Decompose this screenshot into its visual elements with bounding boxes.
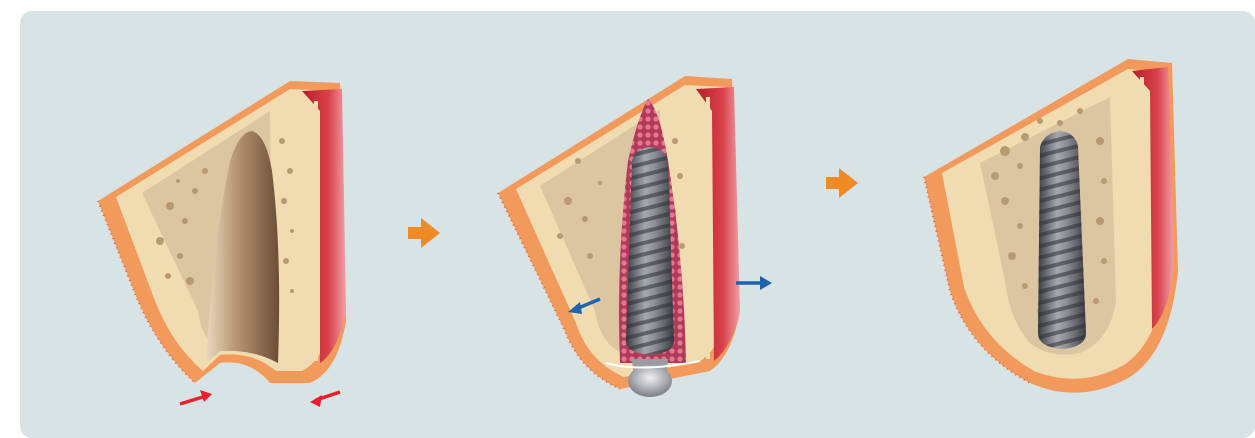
diagram-panel — [20, 11, 1255, 438]
